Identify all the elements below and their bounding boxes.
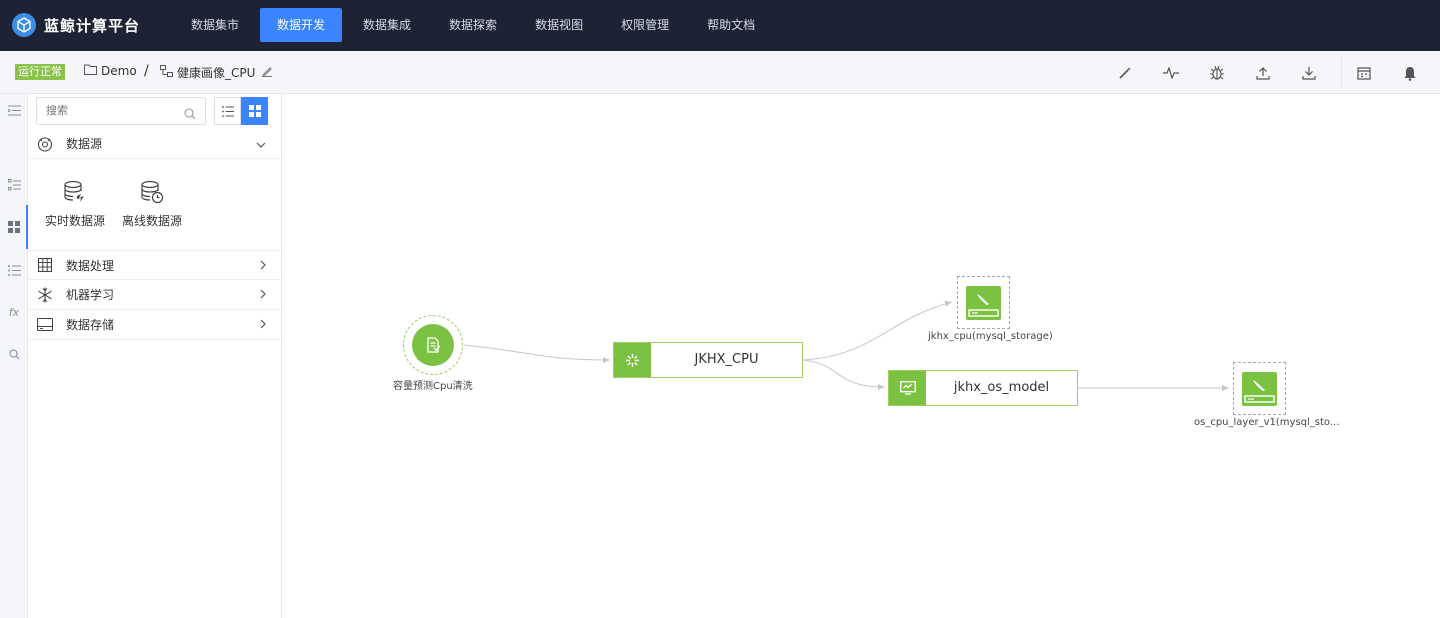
main-nav: 数据集市 数据开发 数据集成 数据探索 数据视图 权限管理 帮助文档: [174, 8, 776, 42]
alert-bell-icon[interactable]: [1400, 63, 1420, 83]
search-input[interactable]: [36, 97, 206, 125]
side-rail: fx: [0, 94, 28, 618]
collapse-menu-icon[interactable]: [7, 103, 21, 117]
nav-item-data-market[interactable]: 数据集市: [191, 18, 240, 32]
node-source[interactable]: [403, 315, 463, 375]
debug-bug-icon[interactable]: [1207, 63, 1227, 83]
node-jkhx-cpu[interactable]: JKHX_CPU: [613, 342, 803, 378]
download-icon[interactable]: [1299, 63, 1319, 83]
task-list-icon[interactable]: [7, 178, 21, 192]
edit-icon[interactable]: [261, 65, 273, 80]
chevron-right-icon: [260, 259, 266, 273]
node-storage-1-label: jkhx_cpu(mysql_storage): [928, 331, 1053, 342]
snowflake-icon: [37, 287, 53, 303]
group-label: 数据源: [66, 137, 103, 151]
project-name: Demo: [101, 64, 137, 78]
toolbar-divider: [1341, 58, 1342, 88]
edge-jkhx-cpu-to-storage1: [802, 300, 953, 361]
flow-header: 运行正常 Demo / 健康画像_CPU: [0, 51, 1440, 94]
breadcrumb-separator: /: [144, 63, 149, 79]
clean-doc-icon: [412, 324, 454, 366]
chevron-right-icon: [260, 288, 266, 302]
nav-item-data-integration[interactable]: 数据集成: [363, 18, 412, 32]
flow-edges: [463, 300, 1229, 391]
group-label: 数据存储: [66, 318, 115, 332]
tile-offline-source[interactable]: 离线数据源: [112, 180, 192, 229]
breadcrumb-flow[interactable]: 健康画像_CPU: [160, 64, 273, 81]
brand[interactable]: 蓝鲸计算平台: [12, 12, 140, 38]
app-title: 蓝鲸计算平台: [44, 16, 141, 35]
flow-icon: [160, 65, 173, 80]
nav-item-permissions[interactable]: 权限管理: [621, 18, 670, 32]
edge-jkhx-cpu-to-os-model: [802, 359, 886, 390]
nav-item-help-docs[interactable]: 帮助文档: [707, 18, 756, 32]
data-source-icon: [37, 136, 53, 152]
group-label: 机器学习: [66, 288, 115, 302]
component-panel: 数据源 实时数据源 离线数据源 数据处理 机器学习: [28, 94, 282, 618]
node-storage-mysql-2[interactable]: [1233, 362, 1286, 415]
grid-icon: [37, 257, 53, 273]
components-grid-icon[interactable]: [7, 220, 21, 234]
edge-source-to-jkhx-cpu: [463, 344, 611, 363]
grid-view-button[interactable]: [241, 97, 268, 125]
group-data-processing[interactable]: 数据处理: [28, 250, 282, 280]
database-realtime-icon: [35, 180, 115, 204]
model-monitor-icon: [889, 371, 926, 405]
upload-icon[interactable]: [1253, 63, 1273, 83]
breadcrumb-project[interactable]: Demo: [84, 64, 137, 78]
node-storage-mysql-1[interactable]: [957, 276, 1010, 329]
top-navbar: 蓝鲸计算平台 数据集市 数据开发 数据集成 数据探索 数据视图 权限管理 帮助文…: [0, 0, 1440, 51]
group-data-source[interactable]: 数据源: [28, 129, 282, 159]
status-badge: 运行正常: [15, 64, 65, 80]
node-label: jkhx_os_model: [953, 380, 1050, 395]
storage-drive-icon: [966, 285, 1001, 320]
group-label: 数据处理: [66, 258, 115, 273]
node-source-label: 容量预测Cpu清洗: [393, 381, 473, 392]
toolbar: [1089, 58, 1420, 88]
storage-drive-icon: [1242, 371, 1277, 406]
node-label: JKHX_CPU: [694, 352, 759, 367]
folder-icon: [84, 64, 97, 78]
magic-wand-icon[interactable]: [1115, 63, 1135, 83]
chevron-right-icon: [260, 318, 266, 332]
transform-icon: [614, 343, 651, 377]
search-icon[interactable]: [184, 105, 196, 124]
node-storage-2-label: os_cpu_layer_v1(mysql_sto...: [1194, 417, 1340, 428]
storage-icon: [37, 317, 53, 333]
group-machine-learning[interactable]: 机器学习: [28, 280, 282, 310]
cube-logo-icon: [12, 13, 36, 37]
nav-item-data-view[interactable]: 数据视图: [535, 18, 584, 32]
rail-active-indicator: [26, 205, 28, 249]
nav-item-data-dev[interactable]: 数据开发: [260, 8, 343, 42]
group-data-storage[interactable]: 数据存储: [28, 310, 282, 340]
search-icon[interactable]: [7, 347, 21, 361]
database-offline-icon: [112, 180, 192, 204]
outline-list-icon[interactable]: [7, 263, 21, 277]
nav-item-data-explore[interactable]: 数据探索: [449, 18, 498, 32]
tile-label: 实时数据源: [44, 214, 105, 228]
calendar-icon[interactable]: [1354, 63, 1374, 83]
monitor-pulse-icon[interactable]: [1161, 63, 1181, 83]
chevron-down-icon: [256, 137, 266, 151]
list-view-button[interactable]: [214, 97, 241, 125]
flow-canvas[interactable]: 容量预测Cpu清洗 JKHX_CPU jkhx_os_model jkhx_cp…: [283, 94, 1440, 618]
node-jkhx-os-model[interactable]: jkhx_os_model: [888, 370, 1078, 406]
tile-realtime-source[interactable]: 实时数据源: [35, 180, 115, 229]
flow-name: 健康画像_CPU: [177, 66, 256, 80]
tile-label: 离线数据源: [121, 214, 182, 228]
function-fx-icon[interactable]: fx: [8, 305, 20, 319]
